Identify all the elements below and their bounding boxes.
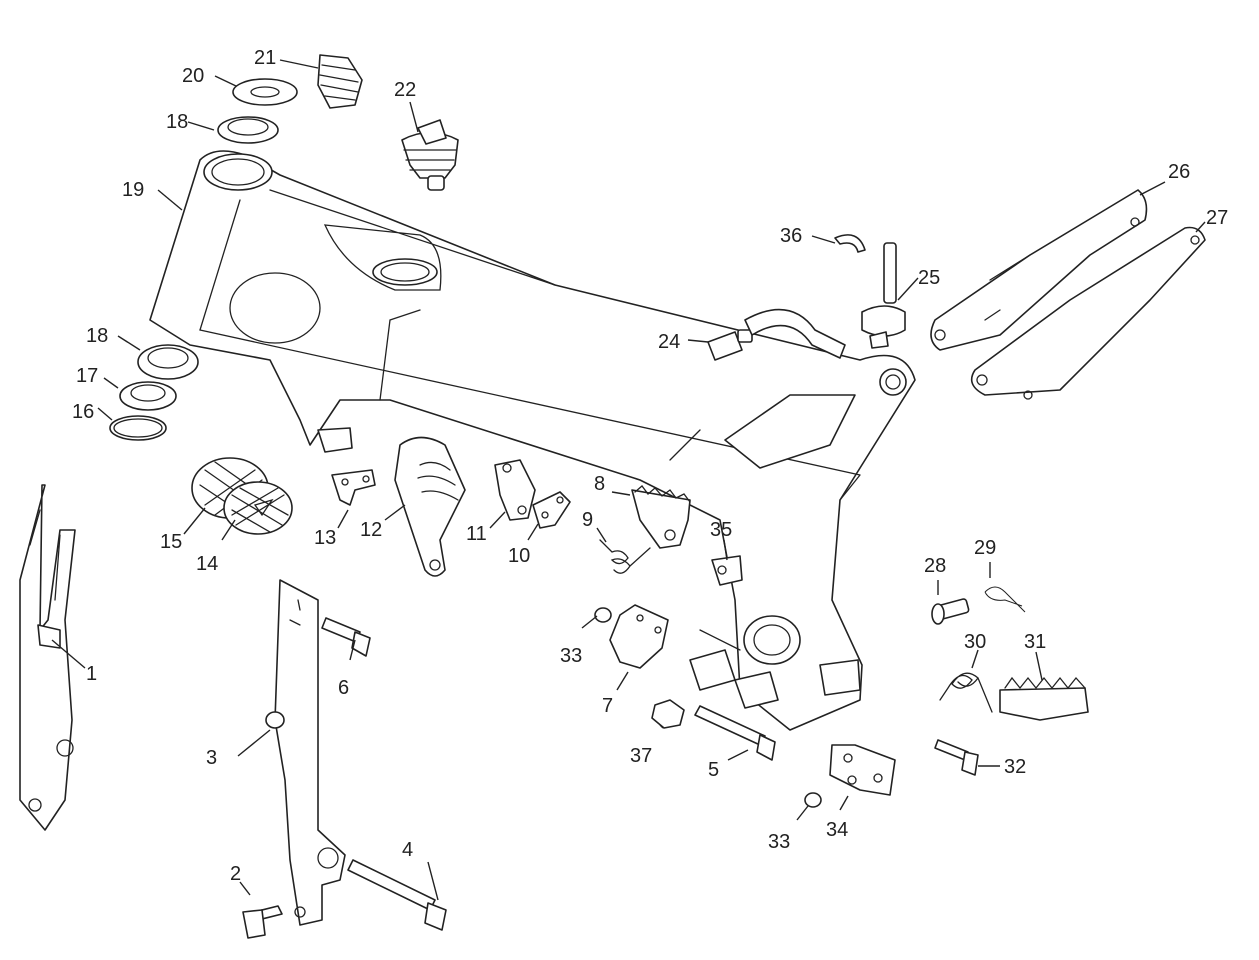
seal-16 [109, 415, 167, 441]
bracket-34 [829, 744, 896, 796]
plate-35 [711, 555, 743, 586]
main-frame [149, 150, 916, 731]
callout-11: 11 [466, 523, 487, 545]
footpeg-8 [631, 485, 691, 549]
callout-16: 16 [72, 401, 94, 423]
callout-12: 12 [360, 519, 382, 541]
clamp-11 [494, 459, 536, 521]
callout-35: 35 [710, 519, 732, 541]
callout-32: 32 [1004, 756, 1026, 778]
callout-30: 30 [964, 631, 986, 653]
callout-28: 28 [924, 555, 946, 577]
callout-24: 24 [658, 331, 680, 353]
callout-26: 26 [1168, 161, 1190, 183]
nut-33-lower [804, 792, 822, 808]
leader-lines [51, 59, 1206, 901]
callout-1: 1 [86, 663, 97, 685]
callout-5: 5 [708, 759, 719, 781]
callout-20: 20 [182, 65, 204, 87]
bracket-7 [609, 604, 669, 669]
callout-13: 13 [314, 527, 336, 549]
callout-7: 7 [602, 695, 613, 717]
callout-2: 2 [230, 863, 241, 885]
callout-34: 34 [826, 819, 848, 841]
footpeg-31 [999, 676, 1089, 721]
callout-18-upper: 18 [166, 111, 188, 133]
race-17 [119, 381, 177, 411]
callout-25: 25 [918, 267, 940, 289]
callout-14: 14 [196, 553, 218, 575]
callout-31: 31 [1024, 631, 1046, 653]
callout-29: 29 [974, 537, 996, 559]
bolt-5 [694, 705, 776, 761]
bolt-2 [242, 905, 283, 939]
bolt-4 [347, 859, 447, 931]
callout-3: 3 [206, 747, 217, 769]
callout-33-upper: 33 [560, 645, 582, 667]
callout-17: 17 [76, 365, 98, 387]
guard-12 [394, 436, 466, 577]
bracket-27 [970, 226, 1206, 400]
callout-15: 15 [160, 531, 182, 553]
callout-21: 21 [254, 47, 276, 69]
callout-6: 6 [338, 677, 349, 699]
bearing-18-lower [137, 344, 199, 380]
callout-19: 19 [122, 179, 144, 201]
callout-4: 4 [402, 839, 413, 861]
fitting-24 [707, 329, 753, 361]
spring-9 [599, 539, 651, 574]
callout-10: 10 [508, 545, 530, 567]
bolt-32 [934, 739, 979, 776]
bracket-26 [930, 189, 1148, 351]
callout-27: 27 [1206, 207, 1228, 229]
mesh-plate-14 [223, 481, 293, 535]
bearing-18-top [217, 116, 279, 144]
cover-21 [317, 54, 363, 109]
callout-9: 9 [582, 509, 593, 531]
pin-28 [931, 598, 970, 625]
callout-18-lower: 18 [86, 325, 108, 347]
spring-30 [939, 672, 993, 713]
bolt-6 [321, 617, 371, 657]
callout-33-lower: 33 [768, 831, 790, 853]
callout-37: 37 [630, 745, 652, 767]
plug-22 [401, 119, 459, 191]
callout-22: 22 [394, 79, 416, 101]
arm-3 [265, 579, 346, 926]
washer-20 [232, 78, 298, 106]
valve-25 [861, 242, 906, 349]
callout-36: 36 [780, 225, 802, 247]
clamp-10 [532, 491, 571, 529]
clip-29 [984, 586, 1026, 613]
bracket-13 [331, 469, 376, 506]
nut-37 [651, 699, 685, 729]
clip-36 [834, 234, 866, 253]
hose [744, 308, 846, 359]
callout-8: 8 [594, 473, 605, 495]
callout-labels: 1 2 3 4 5 6 7 8 9 10 11 12 13 14 15 16 1… [72, 47, 1228, 885]
nut-33-upper [594, 607, 612, 623]
guide-1 [19, 484, 76, 831]
